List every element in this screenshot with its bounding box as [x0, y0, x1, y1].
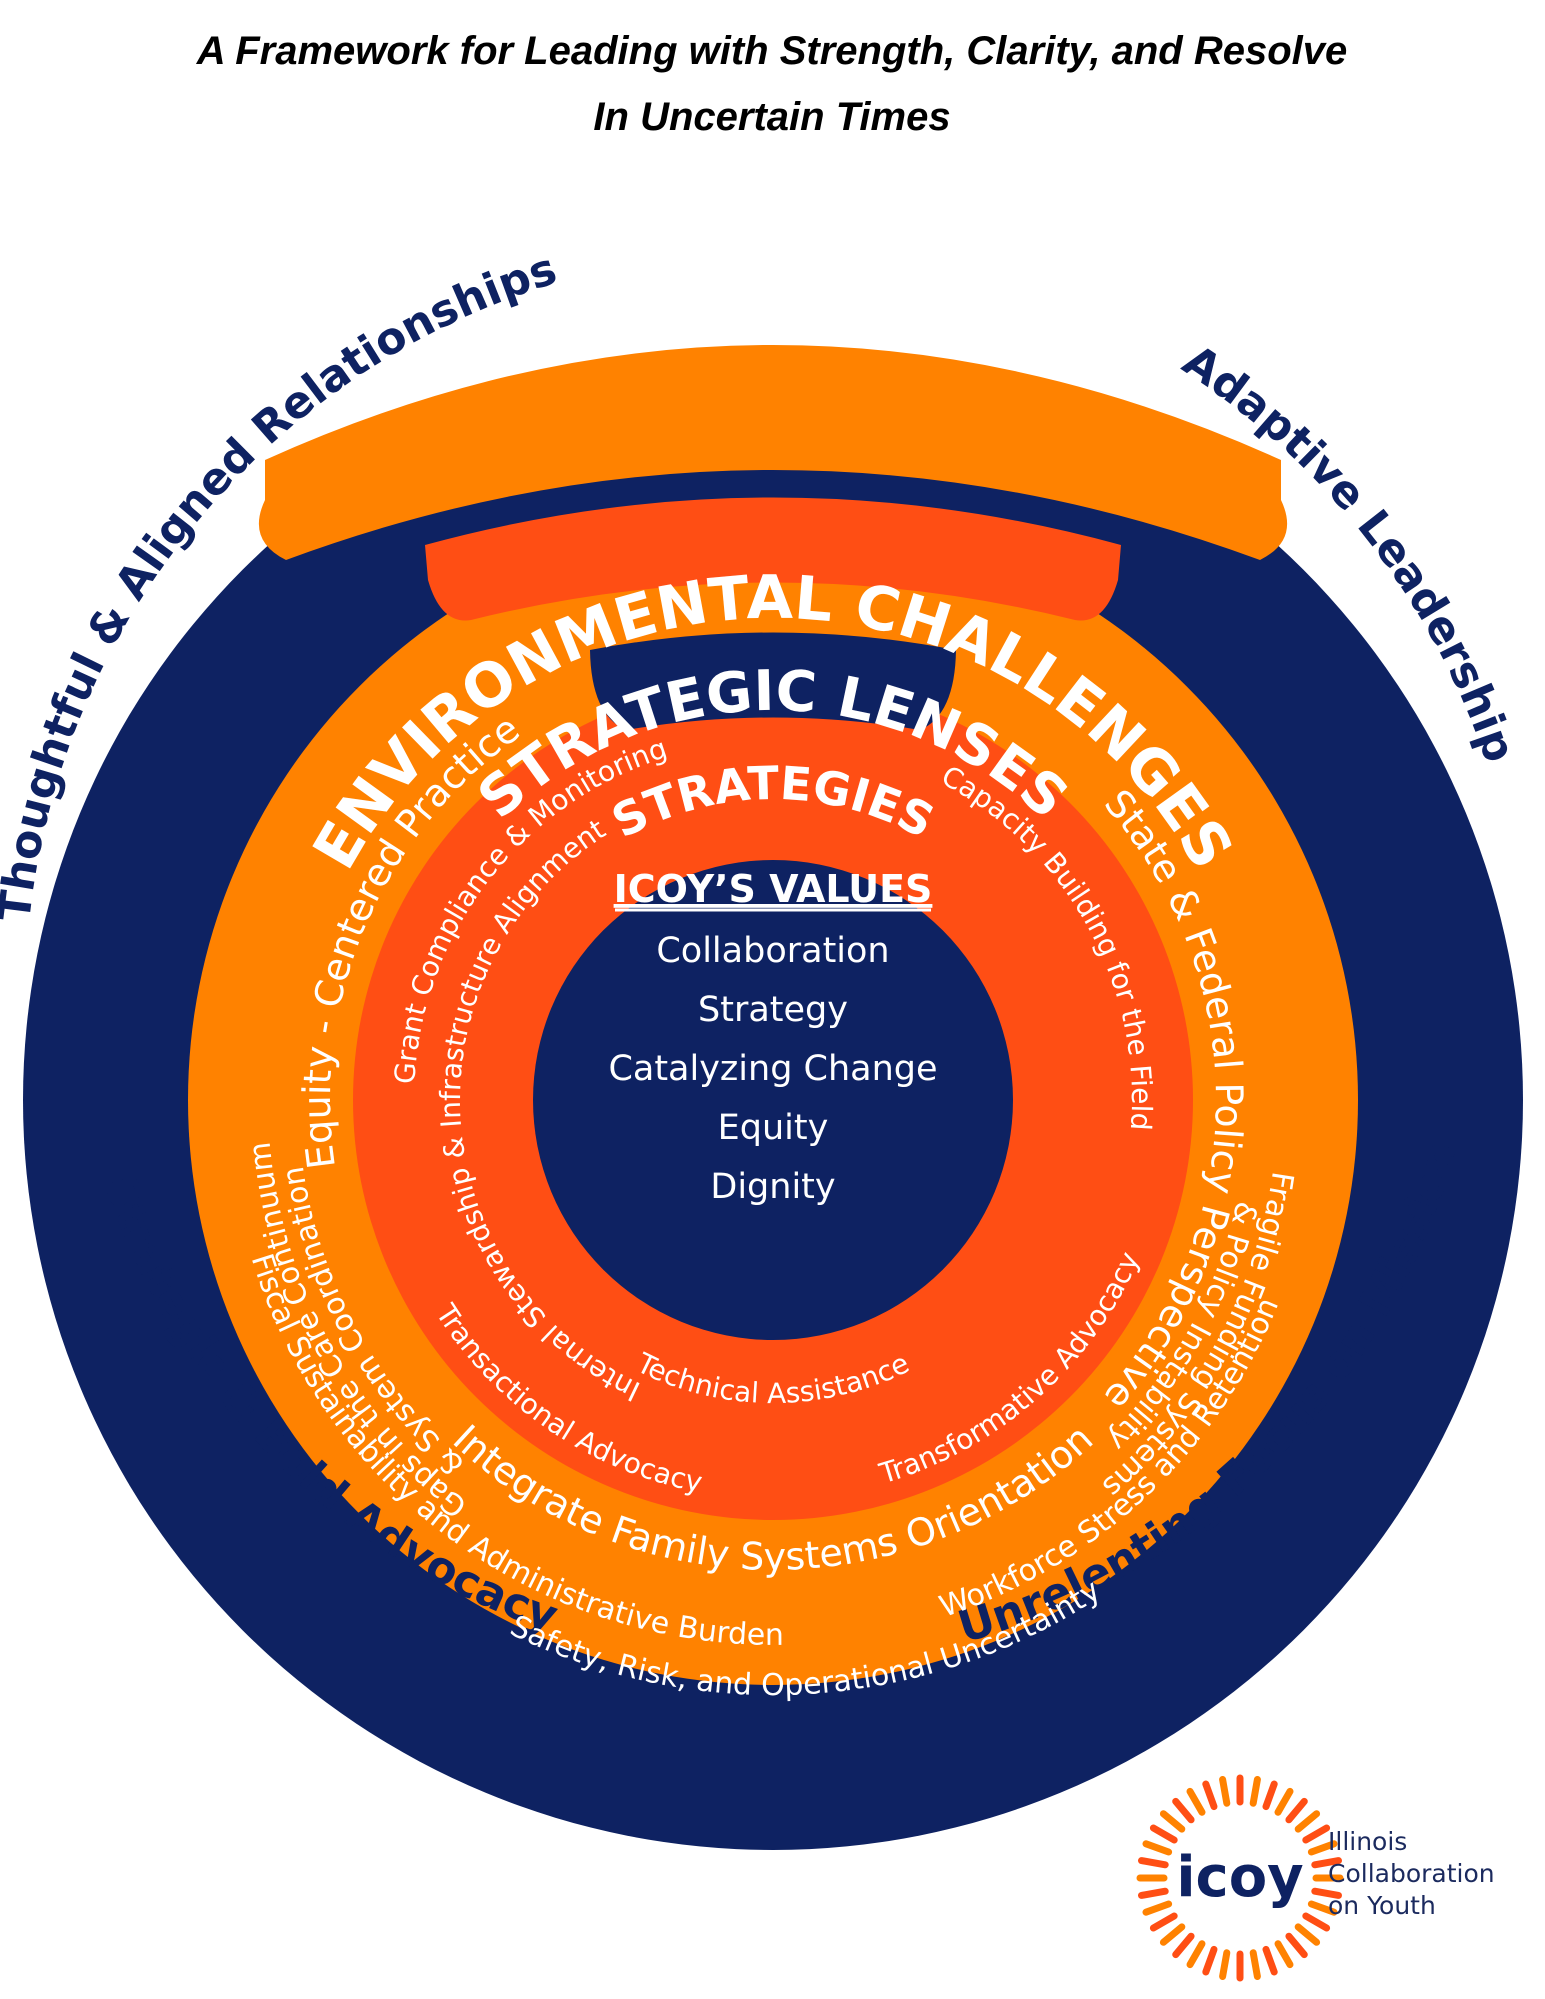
logo-ray [1262, 1945, 1278, 1976]
logo-ray [1249, 1776, 1261, 1807]
logo-ray [1202, 1945, 1218, 1976]
org-name-line2: Collaboration [1328, 1859, 1495, 1888]
value-item: Equity [718, 1108, 829, 1148]
logo-ray [1311, 1857, 1342, 1869]
logo-ray [1149, 1824, 1178, 1844]
values-core [533, 860, 1013, 1340]
logo-ray [1307, 1840, 1338, 1856]
icoy-logo-sunburst [1136, 1774, 1344, 1982]
logo-ray [1172, 1932, 1195, 1959]
logo-ray [1302, 1912, 1331, 1932]
icoy-logo-wordmark: icoy [1176, 1845, 1303, 1910]
logo-ray [1311, 1887, 1342, 1899]
page-title: A Framework for Leading with Strength, C… [196, 29, 1348, 73]
logo-ray [1219, 1776, 1231, 1807]
logo-ray [1302, 1824, 1331, 1844]
value-item: Dignity [710, 1167, 835, 1207]
strategies-banner [590, 632, 956, 730]
logo-ray [1274, 1787, 1294, 1816]
logo-ray [1262, 1780, 1278, 1811]
logo-ray [1202, 1780, 1218, 1811]
value-item: Strategy [698, 990, 848, 1030]
org-name-line3: on Youth [1328, 1891, 1436, 1920]
logo-ray [1172, 1797, 1195, 1824]
logo-ray [1294, 1923, 1321, 1946]
value-item: Catalyzing Change [608, 1049, 937, 1089]
logo-ray [1159, 1810, 1186, 1833]
logo-ray [1186, 1940, 1206, 1969]
strategic-lenses-banner [425, 497, 1121, 621]
org-name-line1: Illinois [1328, 1827, 1407, 1856]
logo-ray [1249, 1949, 1261, 1980]
value-item: Collaboration [656, 931, 889, 971]
logo-ray [1138, 1857, 1169, 1869]
logo-ray [1285, 1797, 1308, 1824]
logo-ray [1307, 1900, 1338, 1916]
environmental-challenges-banner [258, 345, 1288, 560]
logo-ray [1294, 1810, 1321, 1833]
logo-ray [1285, 1932, 1308, 1959]
logo-ray [1186, 1787, 1206, 1816]
logo-ray [1138, 1887, 1169, 1899]
logo-ray [1274, 1940, 1294, 1969]
logo-ray [1142, 1900, 1173, 1916]
logo-ray [1219, 1949, 1231, 1980]
logo-ray [1149, 1912, 1178, 1932]
values-heading: ICOY’S VALUES [614, 867, 933, 911]
logo-ray [1142, 1840, 1173, 1856]
logo-ray [1159, 1923, 1186, 1946]
page-subtitle: In Uncertain Times [593, 95, 950, 139]
